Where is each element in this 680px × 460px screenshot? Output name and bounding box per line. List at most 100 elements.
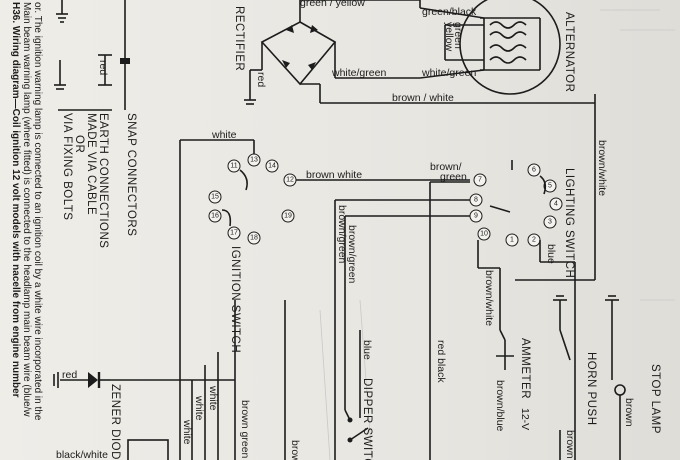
wire-label-black-white: black/white (56, 449, 108, 460)
svg-text:5: 5 (548, 183, 552, 190)
wire-label-white-4: white (181, 419, 193, 445)
terminal-19: 19 (281, 209, 295, 223)
svg-text:9: 9 (474, 213, 478, 220)
terminal-14: 14 (265, 159, 279, 173)
horn-push: HORN PUSH brown (553, 295, 597, 460)
terminal-10: 10 (477, 227, 491, 241)
ammeter-label: AMMETER (519, 338, 531, 399)
terminal-9: 9 (469, 209, 483, 223)
svg-text:11: 11 (230, 163, 237, 170)
lighting-switch: 1 2 3 4 5 6 7 8 9 10 LIGHTING SWITCH bro… (430, 160, 575, 278)
wire-label-brown-white-4: brown/white (483, 270, 495, 326)
figure-caption: H36. Wiring diagram—Coil ignition 12 vol… (10, 2, 43, 421)
terminal-6: 6 (527, 163, 541, 177)
wire-label-blue-dipper: blue (361, 340, 373, 360)
svg-text:16: 16 (211, 213, 219, 220)
svg-text:18: 18 (250, 235, 258, 242)
terminal-13: 13 (247, 153, 261, 167)
legend-earth-2: MADE VIA CABLE (85, 113, 97, 215)
wire-label-white-1: white (211, 129, 237, 141)
wire-label-brown-green-2: green (440, 171, 467, 183)
legend-earth-3: OR (73, 135, 85, 153)
lighting-switch-label-1: LIGHTING SWITCH (563, 168, 575, 278)
dipper-switch: DIPPER SWITCH blue brown (284, 300, 373, 460)
svg-text:15: 15 (211, 194, 219, 201)
svg-text:3: 3 (548, 219, 552, 226)
brown-white-feed: brown / white brown/white (320, 92, 608, 281)
terminal-17: 17 (227, 226, 241, 240)
svg-text:2: 2 (532, 237, 536, 244)
svg-text:1: 1 (510, 237, 514, 244)
caption-line-1: H36. Wiring diagram—Coil ignition 12 vol… (10, 2, 21, 398)
wire-label-green: green (452, 22, 464, 49)
terminal-4: 4 (549, 197, 563, 211)
lower-white-wires: white white white black/white (56, 352, 219, 460)
rectifier: RECTIFIER red green / yellow white/green (233, 0, 420, 105)
wire-label-brown-white-3: brown white (306, 169, 362, 181)
wire-label-white-green-2: white/green (421, 67, 476, 79)
wire-label-brown-horn: brown (564, 430, 576, 459)
svg-text:19: 19 (284, 213, 292, 220)
white-wire: white (179, 129, 255, 460)
legend-fixing-bolts: VIA FIXING BOLTS (61, 113, 73, 220)
wire-label-brown-dipper: brown (289, 440, 301, 460)
wire-label-brown-green-3: brown/green (336, 205, 348, 264)
svg-text:6: 6 (532, 167, 536, 174)
terminal-15: 15 (208, 190, 222, 204)
svg-text:8: 8 (474, 197, 478, 204)
wire-label-red-legend: red (97, 60, 109, 75)
zener-diode: red ZENER DIODE brown green (53, 300, 251, 460)
legend: red SNAP CONNECTORS EARTH CONNECTIONS MA… (54, 0, 137, 248)
wire-label-brown-green-4: brown/green (346, 225, 358, 284)
wire-label-white-3: white (193, 395, 205, 421)
switch-wiring: brown/green brown/green brown/white red … (334, 181, 576, 460)
terminal-3: 3 (543, 215, 557, 229)
wire-label-white-green-1: white/green (331, 67, 386, 79)
wire-label-green-yellow: green / yellow (300, 0, 365, 9)
wire-label-brown-blue: brown/blue (494, 380, 506, 432)
caption-line-2: Main beam warning lamp (where fitted) is… (21, 2, 32, 417)
terminal-11: 11 (227, 159, 241, 173)
alternator: ALTERNATOR green/black green yellow whit… (419, 0, 575, 95)
ammeter: AMMETER brown/blue 12-V (494, 329, 531, 432)
svg-text:10: 10 (480, 231, 488, 238)
dipper-switch-label: DIPPER SWITCH (361, 378, 373, 460)
wire-label-blue-1: blue (545, 244, 557, 264)
terminal-1: 1 (505, 233, 519, 247)
background-bleed (319, 9, 675, 460)
ignition-switch: 11 12 13 14 15 16 17 18 19 IGNITION SWIT… (208, 153, 297, 353)
wire-label-brown-green-5: brown green (239, 400, 251, 459)
stop-lamp-label: STOP LAMP (649, 364, 661, 434)
svg-text:12: 12 (286, 177, 294, 184)
wire-label-green-black: green/black (422, 6, 477, 18)
svg-text:7: 7 (478, 177, 482, 184)
svg-text:13: 13 (250, 157, 258, 164)
wire-label-volt: 12-V (519, 408, 531, 430)
wire-label-brown-white-2: brown/white (596, 140, 608, 196)
legend-earth-1: EARTH CONNECTIONS (97, 113, 109, 248)
wire-label-brown-white-1: brown / white (392, 92, 454, 104)
wire-label-brown-green-1: brown/ (430, 161, 462, 173)
legend-snap-connectors: SNAP CONNECTORS (125, 113, 137, 236)
svg-text:17: 17 (230, 230, 238, 237)
rectifier-label: RECTIFIER (233, 6, 245, 71)
terminal-16: 16 (208, 209, 222, 223)
wire-label-red-rectifier: red (255, 72, 267, 87)
wire-label-brown-stop: brown (623, 398, 635, 427)
horn-push-label: HORN PUSH (585, 352, 597, 426)
stop-lamp: STOP LAMP brown (605, 295, 661, 460)
terminal-18: 18 (247, 231, 261, 245)
alternator-label: ALTERNATOR (563, 12, 575, 92)
brown-white-ignition: brown white (296, 169, 470, 181)
terminal-7: 7 (473, 173, 487, 187)
svg-text:4: 4 (554, 201, 558, 208)
terminal-12: 12 (283, 173, 297, 187)
wire-label-red-black: red black (435, 340, 447, 383)
zener-label: ZENER DIODE (109, 384, 121, 460)
caption-line-3: or. The ignition warning lamp is connect… (32, 2, 43, 421)
terminal-8: 8 (469, 193, 483, 207)
wire-label-yellow: yellow (443, 22, 455, 52)
terminal-2: 2 (527, 233, 541, 247)
